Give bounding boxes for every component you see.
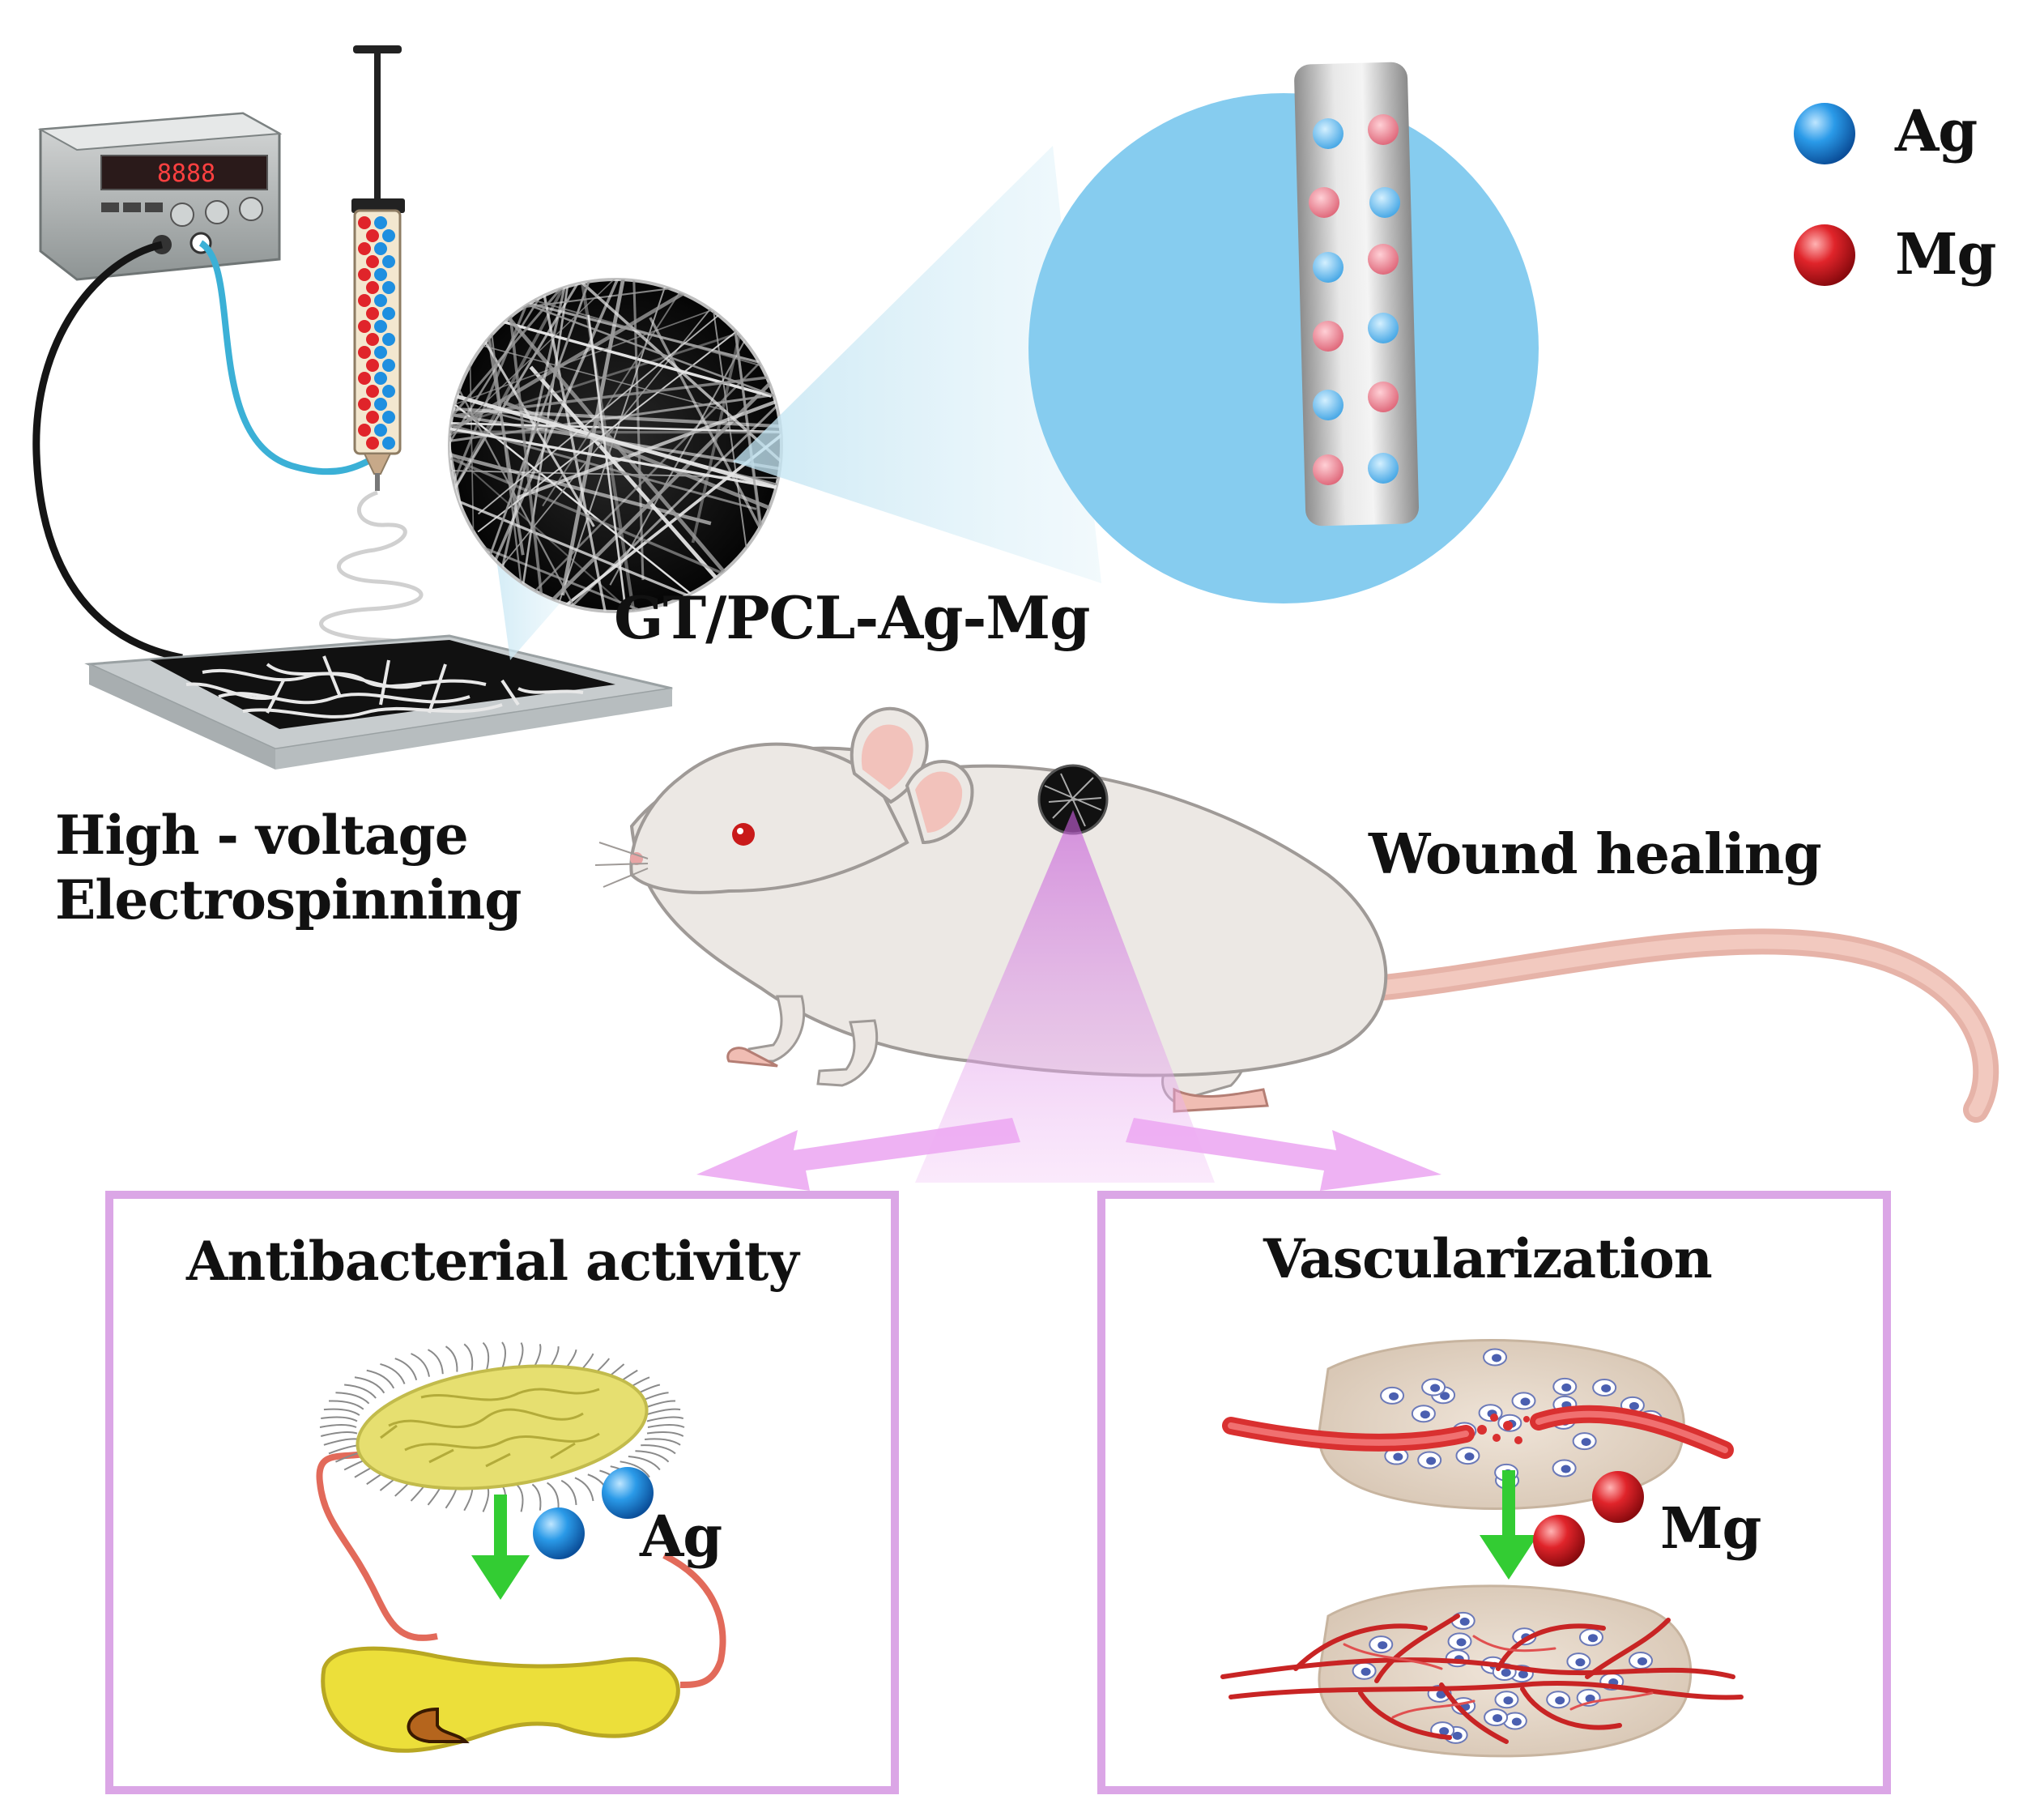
syringe-ag-particle: [374, 268, 387, 281]
high-voltage-power-supply: 8888: [40, 113, 279, 279]
fiber-ag-particle: [1313, 390, 1344, 420]
syringe-ag-particle: [374, 398, 387, 411]
mg-ion-2: [1533, 1515, 1585, 1567]
syringe-ag-particle: [374, 294, 387, 307]
fiber-mg-particle: [1313, 321, 1344, 352]
process-label-line1: High - voltage: [55, 804, 468, 867]
syringe-mg-particle: [366, 255, 379, 268]
syringe-ag-particle: [382, 333, 395, 346]
syringe-mg-particle: [358, 294, 371, 307]
syringe-mg-particle: [366, 281, 379, 294]
syringe-mg-particle: [366, 229, 379, 242]
fiber-mg-particle: [1368, 114, 1399, 145]
syringe-mg-particle: [358, 424, 371, 437]
syringe-ag-particle: [382, 411, 395, 424]
syringe: [351, 45, 405, 491]
rat-illustration: [595, 709, 1986, 1111]
fiber-mg-particle: [1368, 244, 1399, 275]
syringe-ag-particle: [382, 437, 395, 450]
fiber-mg-particle: [1309, 187, 1339, 218]
material-label: GT/PCL-Ag-Mg: [614, 583, 1089, 652]
legend-ag-ball: [1794, 103, 1855, 164]
syringe-mg-particle: [358, 372, 371, 385]
panel-mg-label: Mg: [1660, 1495, 1761, 1562]
syringe-mg-particle: [366, 307, 379, 320]
fiber-ag-particle: [1368, 313, 1399, 343]
syringe-ag-particle: [374, 372, 387, 385]
syringe-mg-particle: [366, 333, 379, 346]
syringe-ag-particle: [374, 320, 387, 333]
syringe-mg-particle: [358, 216, 371, 229]
syringe-ag-particle: [382, 307, 395, 320]
syringe-ag-particle: [382, 385, 395, 398]
syringe-ag-particle: [382, 229, 395, 242]
mg-ion-1: [1592, 1471, 1644, 1523]
syringe-ag-particle: [382, 359, 395, 372]
syringe-mg-particle: [358, 268, 371, 281]
panel-ag-label: Ag: [640, 1503, 722, 1570]
svg-text:8888: 8888: [157, 160, 215, 188]
vascularization-title: Vascularization: [1263, 1227, 1712, 1290]
fiber-mg-particle: [1368, 382, 1399, 412]
fiber-ag-particle: [1369, 187, 1400, 218]
syringe-ag-particle: [382, 255, 395, 268]
syringe-mg-particle: [358, 242, 371, 255]
legend-mg-label: Mg: [1895, 220, 1995, 288]
syringe-ag-particle: [374, 346, 387, 359]
legend: [1794, 103, 1855, 286]
syringe-ag-particle: [382, 281, 395, 294]
fiber-cross-section-bubble: [1028, 62, 1539, 603]
fiber-ag-particle: [1368, 453, 1399, 484]
syringe-ag-particle: [374, 216, 387, 229]
syringe-ag-particle: [374, 424, 387, 437]
legend-ag-label: Ag: [1895, 97, 1977, 164]
ground-cable: [36, 245, 182, 658]
syringe-mg-particle: [366, 385, 379, 398]
syringe-mg-particle: [358, 346, 371, 359]
syringe-mg-particle: [366, 359, 379, 372]
syringe-ag-particle: [374, 242, 387, 255]
fiber-ag-particle: [1313, 118, 1344, 149]
fiber-ag-particle: [1313, 252, 1344, 283]
syringe-mg-particle: [366, 437, 379, 450]
ag-ion-2: [533, 1507, 585, 1559]
wound-healing-label: Wound healing: [1369, 822, 1821, 887]
process-label-line2: Electrospinning: [55, 868, 521, 932]
fiber-mg-particle: [1313, 454, 1344, 485]
syringe-mg-particle: [366, 411, 379, 424]
syringe-mg-particle: [358, 398, 371, 411]
antibacterial-title: Antibacterial activity: [186, 1230, 798, 1293]
syringe-mg-particle: [358, 320, 371, 333]
legend-mg-ball: [1794, 224, 1855, 286]
